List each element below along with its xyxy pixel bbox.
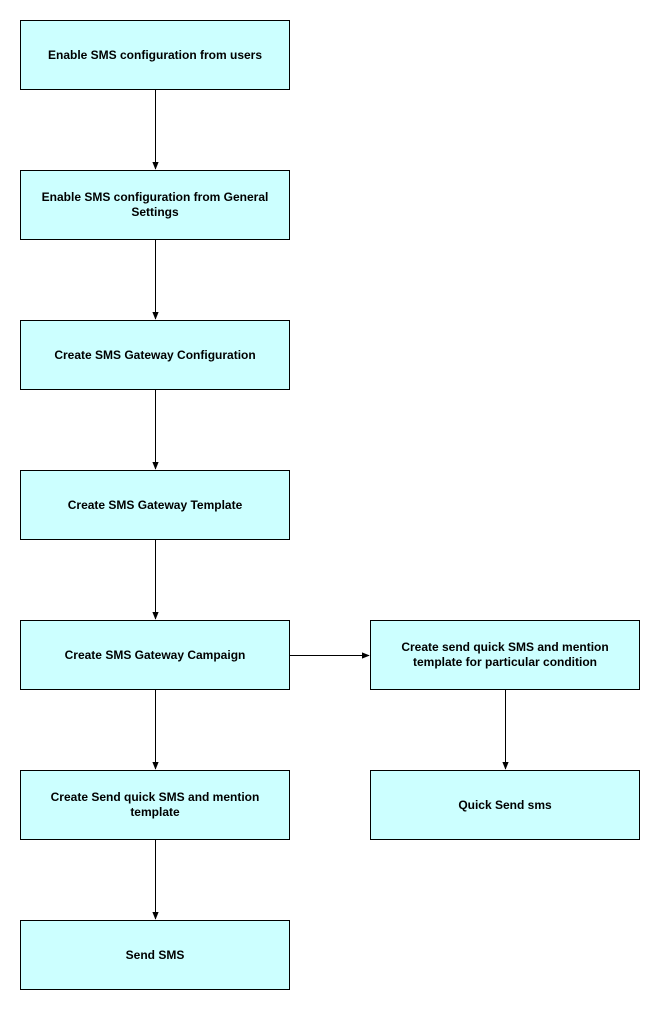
node-label: Create send quick SMS and mention templa… (401, 640, 609, 669)
node-create-gateway-configuration: Create SMS Gateway Configuration (20, 320, 290, 390)
node-enable-sms-general-settings: Enable SMS configuration from General Se… (20, 170, 290, 240)
node-label: Enable SMS configuration from General Se… (41, 190, 269, 219)
node-label: Send SMS (125, 947, 185, 962)
node-label: Create SMS Gateway Template (67, 497, 243, 512)
node-label: Quick Send sms (458, 797, 552, 812)
node-label: Enable SMS configuration from users (47, 47, 263, 62)
node-send-sms: Send SMS (20, 920, 290, 990)
node-label: Create Send quick SMS and mention templa… (50, 790, 260, 819)
node-create-gateway-template: Create SMS Gateway Template (20, 470, 290, 540)
node-create-send-quick-sms-template: Create Send quick SMS and mention templa… (20, 770, 290, 840)
node-enable-sms-users: Enable SMS configuration from users (20, 20, 290, 90)
node-create-gateway-campaign: Create SMS Gateway Campaign (20, 620, 290, 690)
node-quick-send-sms: Quick Send sms (370, 770, 640, 840)
node-label: Create SMS Gateway Campaign (64, 647, 246, 662)
node-create-quick-sms-condition-template: Create send quick SMS and mention templa… (370, 620, 640, 690)
node-label: Create SMS Gateway Configuration (54, 347, 256, 362)
